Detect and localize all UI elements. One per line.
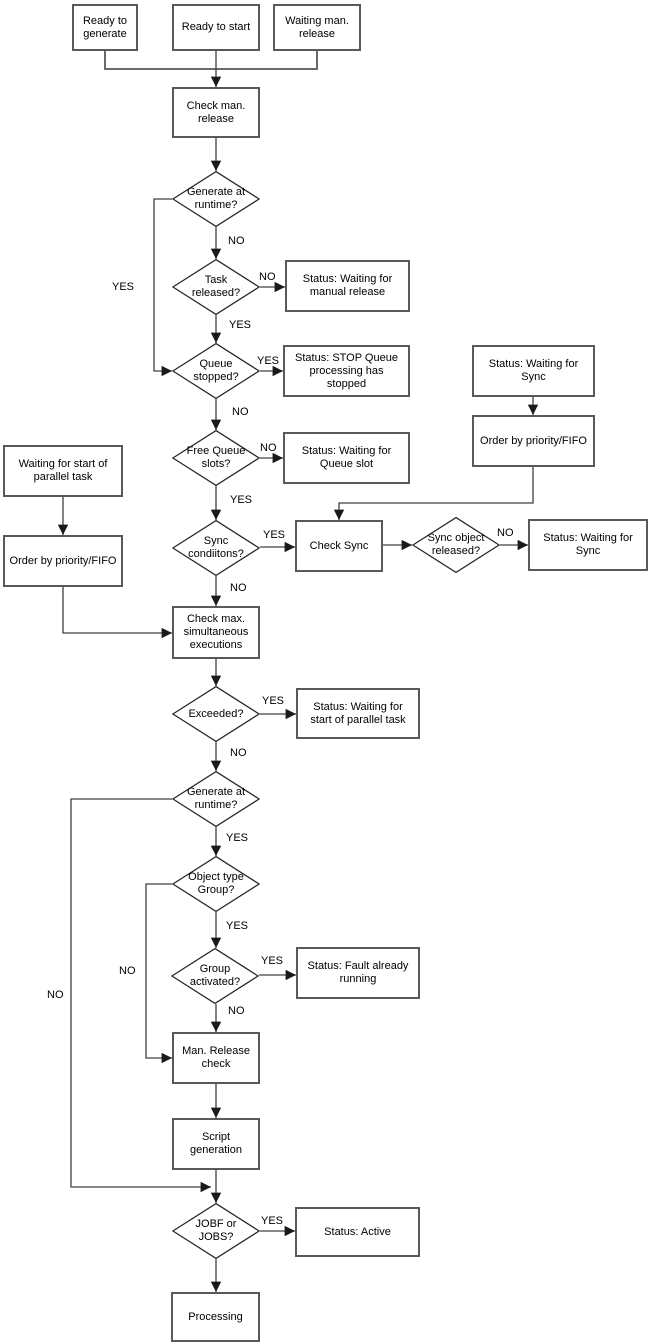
edge-label-d4-no: NO bbox=[260, 442, 277, 454]
edge-label-d2-yes: YES bbox=[229, 319, 252, 331]
diamond-shape bbox=[172, 1203, 260, 1259]
edge-label-d7-no: NO bbox=[230, 747, 247, 759]
edge-label-d1-yes: YES bbox=[112, 281, 135, 293]
node-status-waiting-sync-top-label: Status: Waiting for Sync bbox=[488, 358, 579, 383]
node-order-by-priority-left-label: Order by priority/FIFO bbox=[9, 554, 117, 567]
diamond-shape bbox=[172, 171, 260, 227]
node-status-fault-already-running: Status: Fault already running bbox=[296, 947, 420, 999]
node-queue-stopped-label: Queue stopped? bbox=[193, 358, 239, 383]
edge-label-d5-yes: YES bbox=[263, 529, 286, 541]
node-jobf-or-jobs: JOBF or JOBS? bbox=[172, 1203, 260, 1259]
node-status-waiting-sync-top: Status: Waiting for Sync bbox=[472, 345, 595, 397]
node-processing: Processing bbox=[171, 1292, 260, 1342]
edge-label-d4-yes: YES bbox=[230, 494, 253, 506]
node-status-waiting-start-parallel: Status: Waiting for start of parallel ta… bbox=[296, 688, 420, 739]
diamond-shape bbox=[171, 948, 259, 1004]
edge-label-d10-no: NO bbox=[228, 1005, 245, 1017]
node-group-activated-label: Group activated? bbox=[189, 963, 241, 988]
node-object-type-group: Object type Group? bbox=[172, 856, 260, 912]
node-generate-at-runtime-1: Generate at runtime? bbox=[172, 171, 260, 227]
node-script-generation: Script generation bbox=[172, 1118, 260, 1170]
node-status-stop-queue-label: Status: STOP Queue processing has stoppe… bbox=[295, 351, 398, 390]
node-free-queue-slots-label: Free Queue slots? bbox=[186, 445, 246, 470]
node-status-fault-already-running-label: Status: Fault already running bbox=[307, 960, 409, 985]
node-script-generation-label: Script generation bbox=[190, 1131, 242, 1156]
node-status-stop-queue: Status: STOP Queue processing has stoppe… bbox=[283, 345, 410, 397]
node-status-waiting-manual-release: Status: Waiting for manual release bbox=[285, 260, 410, 312]
node-waiting-man-release-label: Waiting man. release bbox=[285, 14, 349, 40]
edge-label-d8-yes: YES bbox=[226, 832, 249, 844]
node-check-man-release: Check man. release bbox=[172, 87, 260, 138]
node-check-max-simultaneous: Check max. simultaneous executions bbox=[172, 606, 260, 659]
node-group-activated: Group activated? bbox=[171, 948, 259, 1004]
node-status-waiting-sync-right-label: Status: Waiting for Sync bbox=[543, 532, 633, 557]
node-order-by-priority-right: Order by priority/FIFO bbox=[472, 415, 595, 467]
node-sync-conditions: Sync condiitons? bbox=[172, 520, 260, 576]
edge-label-d8-no: NO bbox=[47, 989, 64, 1001]
diamond-shape bbox=[172, 259, 260, 315]
node-ready-to-generate-label: Ready to generate bbox=[82, 14, 128, 40]
node-object-type-group-label: Object type Group? bbox=[188, 871, 244, 896]
edge-label-d2-no: NO bbox=[259, 271, 276, 283]
diamond-shape bbox=[412, 517, 500, 573]
node-exceeded: Exceeded? bbox=[172, 686, 260, 742]
diamond-shape bbox=[172, 771, 260, 827]
node-task-released: Task released? bbox=[172, 259, 260, 315]
diamond-shape bbox=[172, 520, 260, 576]
node-generate-at-runtime-2: Generate at runtime? bbox=[172, 771, 260, 827]
node-sync-object-released: Sync object released? bbox=[412, 517, 500, 573]
edge-label-d11-yes: YES bbox=[261, 1215, 284, 1227]
node-order-by-priority-right-label: Order by priority/FIFO bbox=[480, 434, 587, 447]
node-status-waiting-queue-slot: Status: Waiting for Queue slot bbox=[283, 432, 410, 484]
node-check-sync: Check Sync bbox=[295, 520, 383, 572]
node-man-release-check-label: Man. Release check bbox=[182, 1045, 250, 1070]
diamond-shape bbox=[172, 856, 260, 912]
node-ready-to-start: Ready to start bbox=[172, 4, 260, 51]
edge-label-d10-yes: YES bbox=[261, 955, 284, 967]
node-processing-label: Processing bbox=[188, 1310, 243, 1323]
node-check-max-simultaneous-label: Check max. simultaneous executions bbox=[183, 613, 249, 651]
diamond-shape bbox=[172, 430, 260, 486]
node-jobf-or-jobs-label: JOBF or JOBS? bbox=[195, 1218, 237, 1243]
node-ready-to-generate: Ready to generate bbox=[72, 4, 138, 51]
diamond-shape bbox=[172, 686, 260, 742]
edge-label-d9-no: NO bbox=[119, 965, 136, 977]
edge-label-d1-no: NO bbox=[228, 235, 245, 247]
node-waiting-start-parallel-task: Waiting for start of parallel task bbox=[3, 445, 123, 497]
edge-label-d6-no: NO bbox=[497, 527, 514, 539]
node-status-waiting-queue-slot-label: Status: Waiting for Queue slot bbox=[301, 445, 392, 470]
node-waiting-start-parallel-task-label: Waiting for start of parallel task bbox=[18, 458, 108, 483]
node-ready-to-start-label: Ready to start bbox=[181, 21, 251, 33]
node-sync-object-released-label: Sync object released? bbox=[427, 532, 485, 557]
edge-label-d9-yes: YES bbox=[226, 920, 249, 932]
node-check-sync-label: Check Sync bbox=[309, 539, 369, 552]
node-generate-at-runtime-1-label: Generate at runtime? bbox=[186, 186, 246, 211]
node-free-queue-slots: Free Queue slots? bbox=[172, 430, 260, 486]
edge-label-d3-yes: YES bbox=[257, 355, 280, 367]
node-generate-at-runtime-2-label: Generate at runtime? bbox=[186, 786, 246, 811]
node-sync-conditions-label: Sync condiitons? bbox=[188, 535, 244, 560]
node-status-active: Status: Active bbox=[295, 1207, 420, 1257]
edge-label-d7-yes: YES bbox=[262, 695, 285, 707]
node-check-man-release-label: Check man. release bbox=[186, 99, 246, 125]
node-status-waiting-start-parallel-label: Status: Waiting for start of parallel ta… bbox=[310, 700, 406, 726]
diamond-shape bbox=[172, 343, 260, 399]
node-exceeded-label: Exceeded? bbox=[188, 707, 244, 720]
node-waiting-man-release: Waiting man. release bbox=[273, 4, 361, 51]
node-task-released-label: Task released? bbox=[191, 274, 241, 299]
node-status-active-label: Status: Active bbox=[324, 1225, 391, 1238]
node-man-release-check: Man. Release check bbox=[172, 1032, 260, 1084]
node-queue-stopped: Queue stopped? bbox=[172, 343, 260, 399]
node-order-by-priority-left: Order by priority/FIFO bbox=[3, 535, 123, 587]
edge-label-d5-no: NO bbox=[230, 582, 247, 594]
node-status-waiting-manual-release-label: Status: Waiting for manual release bbox=[302, 273, 393, 298]
edge-label-d3-no: NO bbox=[232, 406, 249, 418]
node-status-waiting-sync-right: Status: Waiting for Sync bbox=[528, 519, 648, 571]
